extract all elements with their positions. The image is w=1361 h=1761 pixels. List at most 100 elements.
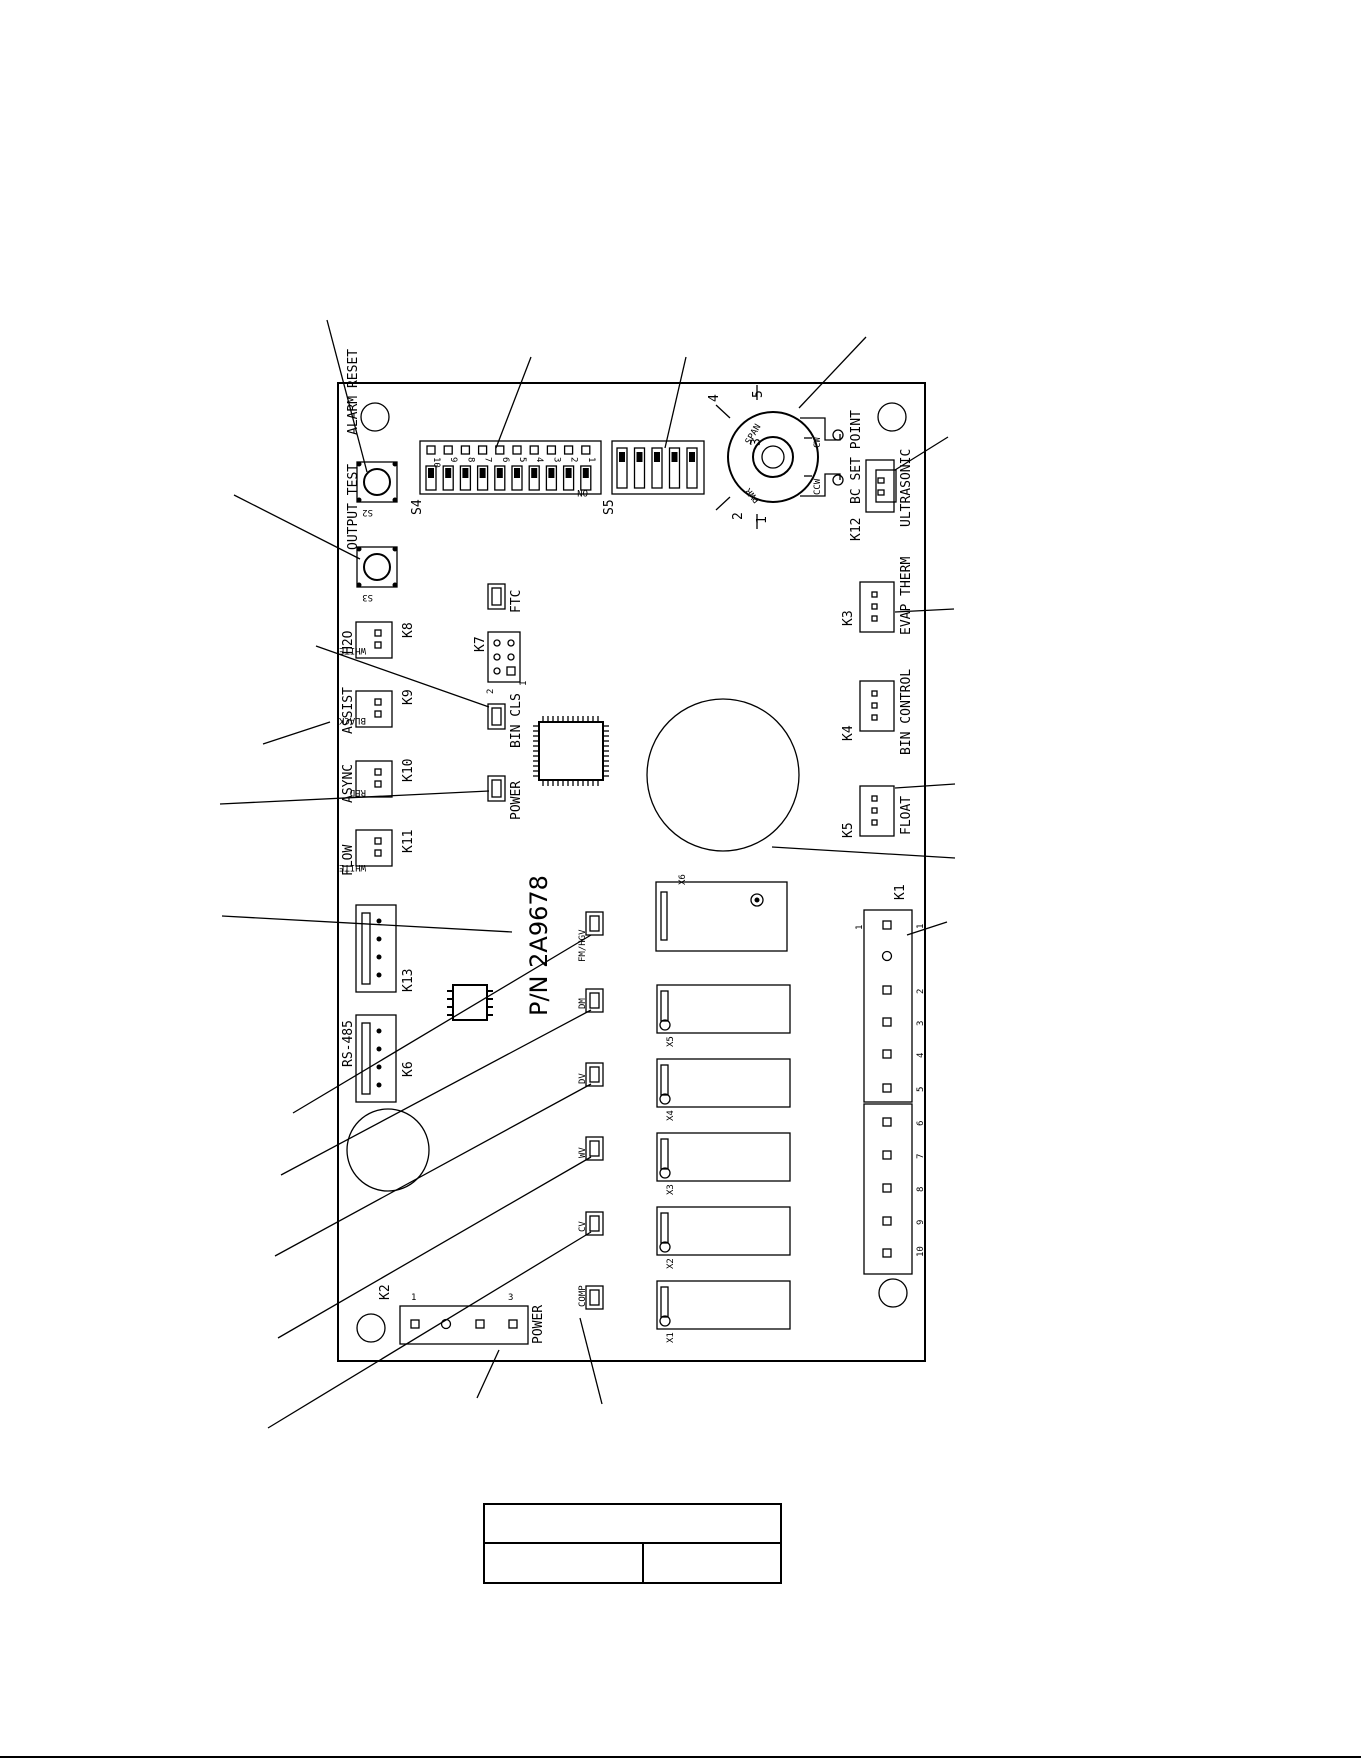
k4-connector[interactable]: [859, 680, 895, 732]
k5-label: K5: [841, 822, 856, 838]
dip-key-slider: [514, 468, 520, 478]
dip-key-number: 3: [551, 457, 561, 462]
k1-pin-number: 10: [916, 1246, 926, 1257]
relay-x6: [655, 881, 788, 952]
dip-key: [616, 447, 628, 489]
k9-wire-label: BLACK: [338, 715, 366, 725]
assist-label: ASSIST: [341, 687, 356, 734]
part-number: P/N 2A9678: [525, 875, 553, 1016]
dip-key-pad: [460, 445, 471, 455]
dip-key-slider: [654, 452, 660, 462]
relay-x1-label: X1: [666, 1332, 676, 1343]
dm-label: DM: [578, 998, 588, 1009]
flow-label: FLOW: [341, 845, 356, 876]
dip-key-number: 8: [465, 457, 475, 462]
dip-key-number: 1: [586, 457, 596, 462]
alarm-reset-label: ALARM RESET: [346, 349, 361, 435]
comp-label: COMP: [578, 1285, 588, 1307]
k5-connector[interactable]: [859, 785, 895, 837]
dip-key-slider: [548, 468, 555, 478]
k7-header[interactable]: [487, 631, 521, 683]
k1-pin-number: 6: [916, 1121, 926, 1126]
dip-key-slider: [689, 452, 695, 462]
ftc-label: FTC: [509, 590, 524, 613]
callout-leader-lines: [219, 319, 956, 1429]
k10-label: K10: [401, 759, 416, 782]
k8-label: K8: [401, 622, 416, 638]
k2-label: K2: [378, 1284, 393, 1300]
dip-key: [459, 465, 472, 491]
long-connector-1[interactable]: [355, 1014, 397, 1103]
left-connector-1[interactable]: [355, 690, 393, 728]
rs485-label: RS-485: [341, 1020, 356, 1067]
s4-label: S4: [410, 499, 425, 515]
k3-connector[interactable]: [859, 581, 895, 633]
title-block-table: [483, 1503, 782, 1584]
k12-label: K12: [849, 518, 864, 541]
pot-scale-2: 2: [731, 512, 746, 520]
relay-box-2: [656, 1132, 791, 1182]
dip-key-slider: [462, 468, 469, 478]
dip-key-slider: [671, 452, 678, 462]
dip-key: [528, 465, 540, 491]
dip-key-pad: [581, 445, 591, 455]
k6-label: K6: [401, 1061, 416, 1077]
k4-label: K4: [841, 725, 856, 741]
cv-label: CV: [578, 1221, 588, 1232]
dip-key: [511, 465, 523, 491]
k2-pin3-label: 3: [508, 1293, 513, 1303]
buzzer-circle: [646, 698, 800, 852]
dip-key-number: 4: [534, 457, 544, 462]
k2-power-connector[interactable]: [399, 1305, 529, 1345]
left-connector-3[interactable]: [355, 829, 393, 867]
dip-key-pad: [477, 445, 488, 455]
evap-therm-label: EVAP THERM: [899, 557, 914, 635]
dip-switch-s5[interactable]: [611, 440, 705, 495]
alarm-reset-button[interactable]: [356, 461, 398, 503]
k1-pin-number: 5: [916, 1087, 926, 1092]
k1-pin-number: 2: [916, 989, 926, 994]
k10-wire-label: RED: [350, 787, 366, 797]
dip-key: [562, 465, 575, 491]
relay-box-0: [656, 984, 791, 1034]
left-connector-0[interactable]: [355, 621, 393, 659]
long-connector-0[interactable]: [355, 904, 397, 993]
output-test-button[interactable]: [356, 546, 398, 588]
output-led-5: [585, 1285, 604, 1310]
dip-key-slider: [531, 468, 538, 478]
k1-pin-number: 1: [916, 924, 926, 929]
k1-label: K1: [893, 884, 908, 900]
dip-key: [425, 465, 437, 491]
s3-label: S3: [362, 592, 373, 602]
bin-control-label: BIN CONTROL: [899, 669, 914, 755]
ultrasonic-connector[interactable]: [865, 459, 897, 513]
dip-key-pad: [546, 445, 557, 455]
k1-pin-number: 8: [916, 1187, 926, 1192]
k1-pin-number: 3: [916, 1021, 926, 1026]
pot-scale-3: 3: [749, 438, 764, 446]
k1-pin-number: 7: [916, 1154, 926, 1159]
ultrasonic-label: ULTRASONIC: [899, 449, 914, 527]
s5-label: S5: [602, 499, 617, 515]
dip-key-pad: [512, 445, 522, 455]
power-led: [487, 775, 506, 802]
k3-label: K3: [841, 610, 856, 626]
battery-circle: [346, 1108, 430, 1192]
ftc-led: [487, 583, 506, 610]
output-led-0: [585, 911, 604, 936]
dip-key: [651, 447, 663, 489]
dip-key-slider: [496, 468, 503, 478]
dip-key: [476, 465, 489, 491]
mounting-hole: [360, 402, 390, 432]
dip-key-number: 2: [569, 457, 579, 462]
dip-key-pad: [563, 445, 574, 455]
bc-set-point-potentiometer[interactable]: [715, 385, 844, 529]
dip-key-slider: [582, 468, 589, 478]
bc-set-point-label: BC SET POINT: [849, 410, 864, 504]
dip-key-number: 9: [448, 457, 458, 462]
bin-cls-label: BIN CLS: [509, 693, 524, 748]
dip-key-number: 7: [483, 457, 493, 462]
k1-connector[interactable]: [863, 909, 913, 1275]
